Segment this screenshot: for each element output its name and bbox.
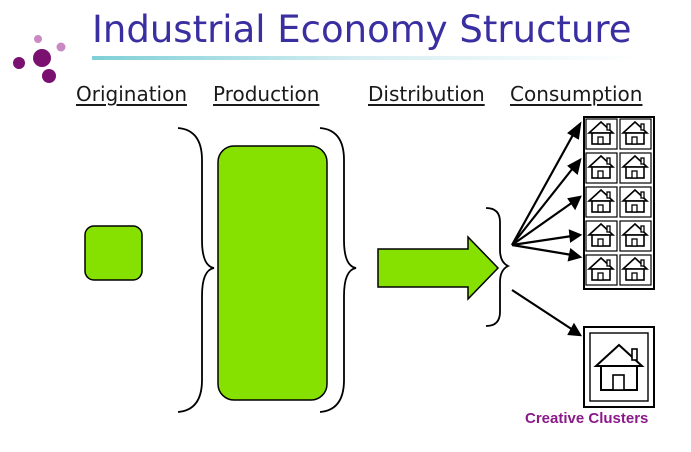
production-box [217, 145, 328, 401]
title-underline [92, 56, 637, 60]
fan-arrows [511, 121, 583, 337]
creative-clusters-label: Creative Clusters [525, 410, 649, 427]
column-distribution: Distribution [368, 82, 485, 106]
right-brace-icon [319, 127, 357, 413]
column-production: Production [213, 82, 320, 106]
creative-cluster-house-icon [583, 326, 655, 408]
small-brace-icon [485, 207, 511, 327]
page-title: Industrial Economy Structure [92, 8, 632, 51]
column-consumption: Consumption [510, 82, 643, 106]
origination-box [84, 225, 143, 281]
house-grid [583, 116, 655, 290]
distribution-arrow-icon [377, 235, 500, 301]
column-origination: Origination [76, 82, 188, 106]
left-brace-icon [177, 127, 215, 413]
logo-dots-icon [13, 35, 66, 83]
